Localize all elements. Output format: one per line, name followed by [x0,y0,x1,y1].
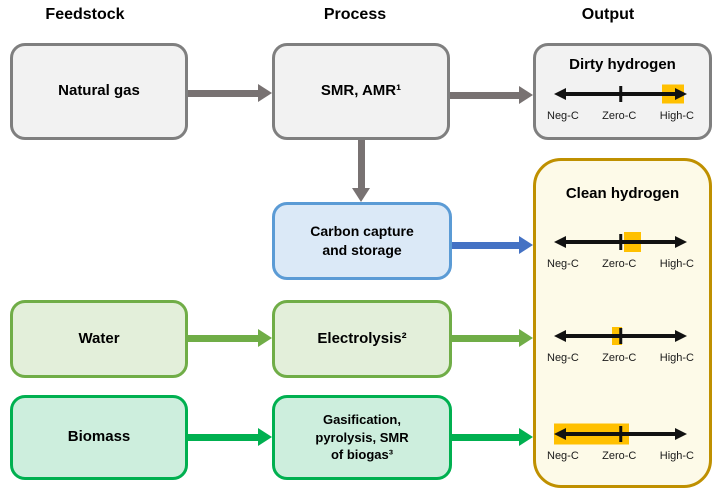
biomass-label: Biomass [67,428,131,446]
scale-labels: Neg-C Zero-C High-C [547,258,694,270]
zero-c-label: Zero-C [602,110,637,122]
arrow-left-icon [554,330,566,342]
zero-c-label: Zero-C [602,450,637,462]
arrowhead-icon [519,86,533,104]
arrow-smr-to-ccs [352,140,370,202]
arrowhead-icon [519,329,533,347]
high-c-label: High-C [659,110,694,122]
arrowhead-icon [258,428,272,446]
carbon-scale-biomass: Neg-C Zero-C High-C [547,420,694,466]
arrow-right-icon [675,330,687,342]
carbon-scale-dirty: Neg-C Zero-C High-C [547,80,694,126]
high-c-label: High-C [659,352,694,364]
scale-labels: Neg-C Zero-C High-C [547,110,694,122]
biomass-node: Biomass [10,395,188,480]
carbon-scale-electrolysis: Neg-C Zero-C High-C [547,322,694,368]
neg-c-label: Neg-C [547,450,579,462]
arrow-right-icon [675,428,687,440]
zero-c-tick [618,234,623,250]
high-c-label: High-C [659,450,694,462]
arrow-water-to-electrolysis [188,329,272,347]
scale-labels: Neg-C Zero-C High-C [547,352,694,364]
carbon-scale-ccs: Neg-C Zero-C High-C [547,228,694,274]
neg-c-label: Neg-C [547,352,579,364]
arrow-left-icon [554,88,566,100]
electrolysis-node: Electrolysis² [272,300,452,378]
high-c-label: High-C [659,258,694,270]
feedstock-column-header: Feedstock [45,6,125,23]
arrow-left-icon [554,428,566,440]
arrow-biomass-to-gasification [188,428,272,446]
neg-c-label: Neg-C [547,110,579,122]
arrow-left-icon [554,236,566,248]
arrowhead-icon [519,428,533,446]
arrowhead-icon [519,236,533,254]
zero-c-label: Zero-C [602,352,637,364]
arrow-gasification-to-clean [452,428,533,446]
gasification-node: Gasification, pyrolysis, SMR of biogas³ [272,395,452,480]
zero-c-label: Zero-C [602,258,637,270]
smr-label: SMR, AMR¹ [320,82,402,100]
water-label: Water [78,329,120,347]
output-column-header: Output [581,6,635,23]
arrow-smr-to-dirty [450,86,533,104]
arrow-right-icon [675,88,687,100]
arrowhead-icon [258,84,272,102]
arrowhead-icon [352,188,370,202]
zero-c-tick [618,328,623,344]
neg-c-label: Neg-C [547,258,579,270]
zero-c-tick [618,86,623,102]
ccs-node: Carbon capture and storage [272,202,452,280]
smr-node: SMR, AMR¹ [272,43,450,140]
dirty-hydrogen-title: Dirty hydrogen [569,56,676,73]
arrow-right-icon [675,236,687,248]
arrow-electrolysis-to-clean [452,329,533,347]
process-column-header: Process [323,6,387,23]
arrow-naturalgas-to-smr [188,84,272,102]
arrowhead-icon [258,329,272,347]
ccs-label: Carbon capture and storage [310,223,414,258]
natural-gas-node: Natural gas [10,43,188,140]
dirty-hydrogen-box: Dirty hydrogen Neg-C Zero-C High-C [533,43,712,140]
scale-labels: Neg-C Zero-C High-C [547,450,694,462]
clean-hydrogen-box: Clean hydrogen Neg-C Zero-C High-C [533,158,712,488]
gasification-label: Gasification, pyrolysis, SMR of biogas³ [315,412,409,463]
zero-c-tick [618,426,623,442]
arrow-ccs-to-clean [452,236,533,254]
clean-hydrogen-title: Clean hydrogen [565,185,680,202]
water-node: Water [10,300,188,378]
natural-gas-label: Natural gas [58,82,140,100]
electrolysis-label: Electrolysis² [317,329,407,347]
